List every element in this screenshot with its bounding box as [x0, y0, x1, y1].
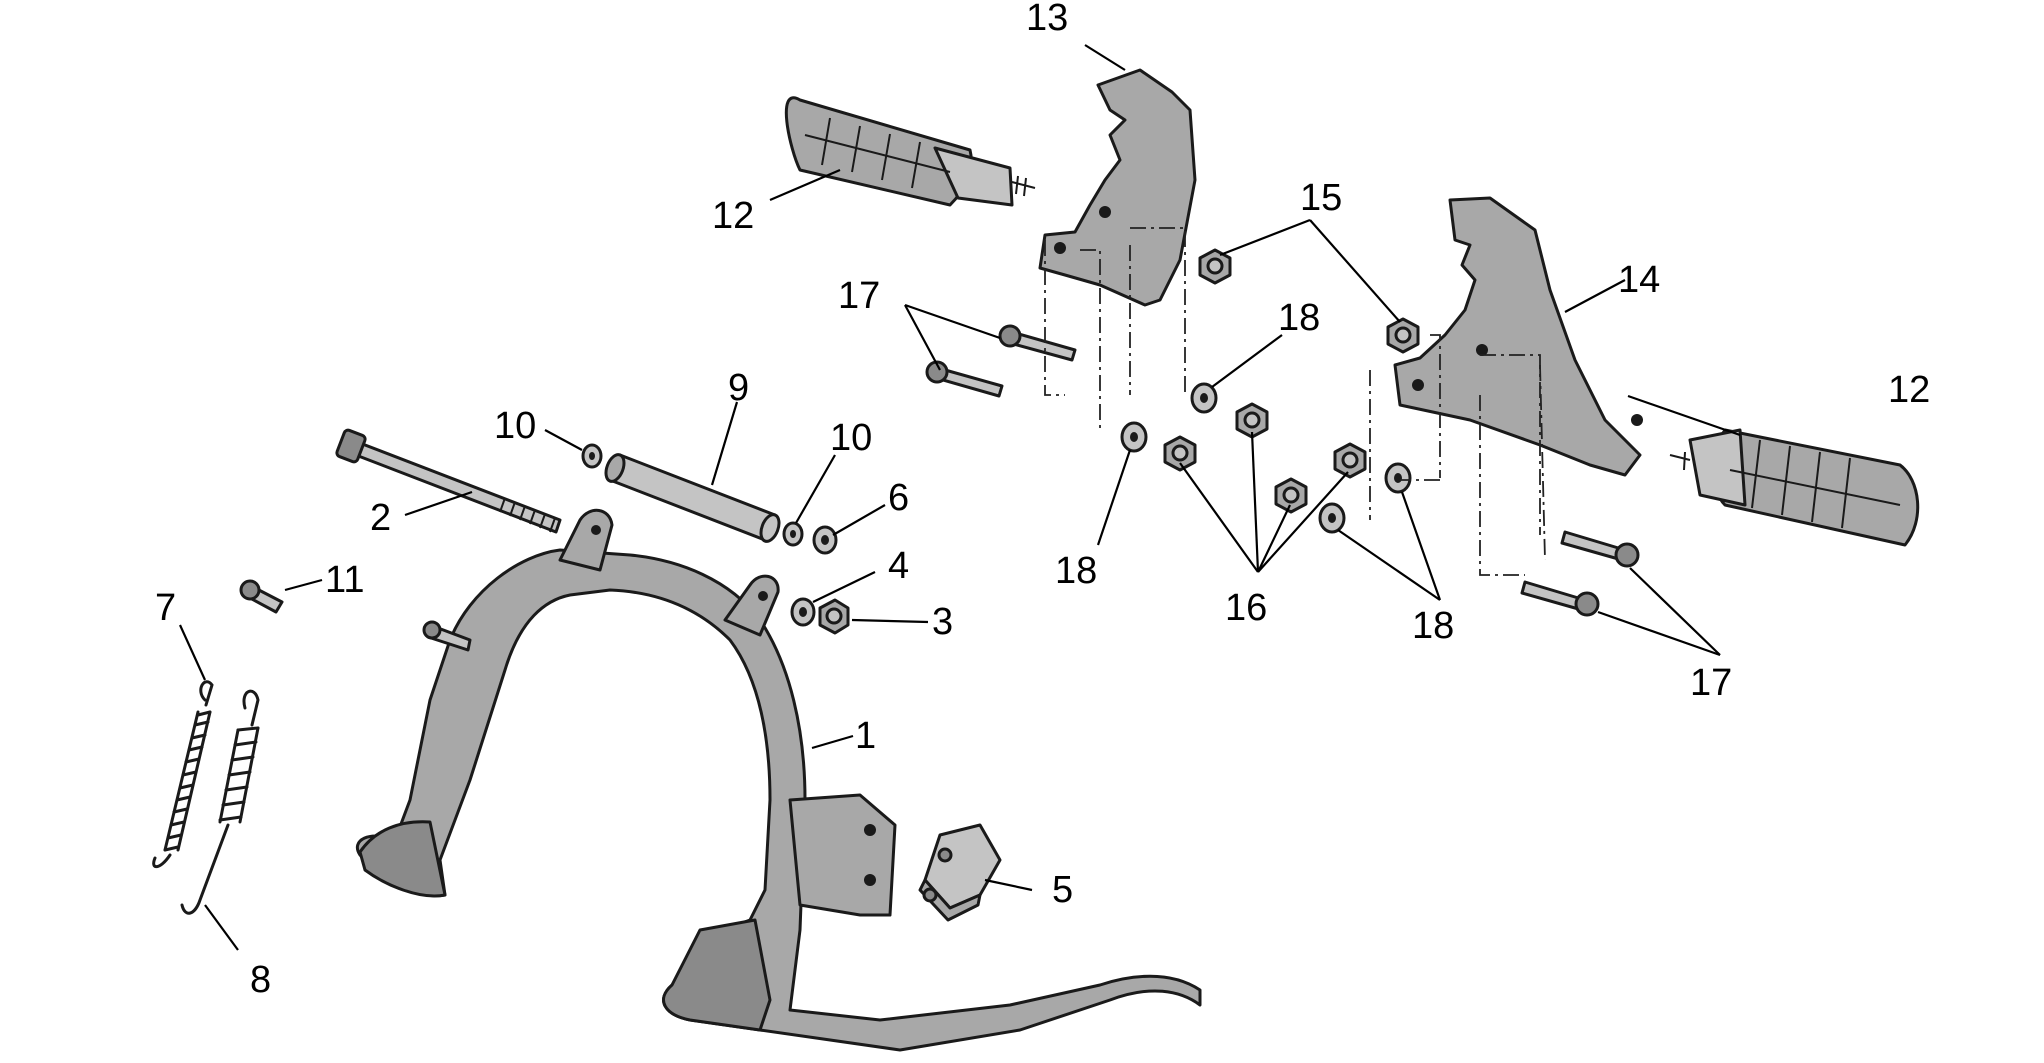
part-washer-6 — [812, 525, 838, 555]
part-washer-10-right — [782, 521, 804, 547]
callout-5: 5 — [1052, 869, 1073, 911]
callout-18-left: 18 — [1055, 550, 1097, 592]
callout-10-left: 10 — [494, 405, 536, 447]
part-nut-15-b — [1386, 317, 1420, 354]
part-washer-18-d — [1318, 502, 1346, 534]
callout-18-right: 18 — [1412, 605, 1454, 647]
part-nut-16-a — [1163, 435, 1197, 472]
part-center-stand — [356, 509, 1202, 1052]
callout-3: 3 — [932, 601, 953, 643]
part-bracket-13 — [1038, 68, 1197, 307]
callout-12-right: 12 — [1888, 369, 1930, 411]
callout-6: 6 — [888, 477, 909, 519]
callout-13: 13 — [1026, 0, 1068, 39]
callout-17-right: 17 — [1690, 662, 1732, 704]
callout-12-left: 12 — [712, 195, 754, 237]
part-rubber-block — [918, 823, 1002, 922]
callout-labels: 1 2 3 4 5 6 7 8 9 10 10 11 12 12 13 14 1… — [155, 0, 1930, 1001]
part-washer-18-b — [1120, 421, 1148, 453]
part-washer-18-a — [1190, 382, 1218, 414]
part-bolt-17-a — [998, 324, 1077, 362]
part-footrest-right — [1669, 428, 1920, 547]
callout-1: 1 — [855, 715, 876, 757]
part-bracket-14 — [1393, 196, 1643, 477]
part-nut-16-c — [1274, 477, 1308, 514]
callout-16: 16 — [1225, 587, 1267, 629]
callout-17-left: 17 — [838, 275, 880, 317]
part-footrest-left — [784, 96, 1036, 207]
callout-4: 4 — [888, 545, 909, 587]
part-long-bolt — [335, 428, 562, 534]
part-small-bolt — [239, 579, 284, 614]
part-washer-18-c — [1384, 462, 1412, 494]
part-nut-15-a — [1198, 248, 1232, 285]
callout-10-right: 10 — [830, 417, 872, 459]
part-nut-3 — [818, 598, 850, 635]
callout-2: 2 — [370, 497, 391, 539]
part-washer-10-left — [581, 443, 603, 469]
callout-14: 14 — [1618, 259, 1660, 301]
callout-11: 11 — [325, 559, 364, 601]
callout-15: 15 — [1300, 177, 1342, 219]
assembly-lines — [1044, 227, 1546, 576]
part-bolt-17-b — [925, 360, 1004, 398]
part-nut-16-b — [1235, 402, 1269, 439]
part-bolt-17-c — [1560, 530, 1640, 568]
part-spring-8 — [180, 689, 260, 915]
leader-lines — [178, 44, 1741, 951]
callout-18-top: 18 — [1278, 297, 1320, 339]
callout-8: 8 — [250, 959, 271, 1001]
callout-9: 9 — [728, 367, 749, 409]
part-tube — [604, 453, 781, 543]
part-bolt-17-d — [1520, 580, 1600, 617]
part-spring-7 — [152, 680, 214, 869]
part-washer-4 — [790, 597, 816, 627]
callout-7: 7 — [155, 587, 176, 629]
part-nut-16-d — [1333, 442, 1367, 479]
